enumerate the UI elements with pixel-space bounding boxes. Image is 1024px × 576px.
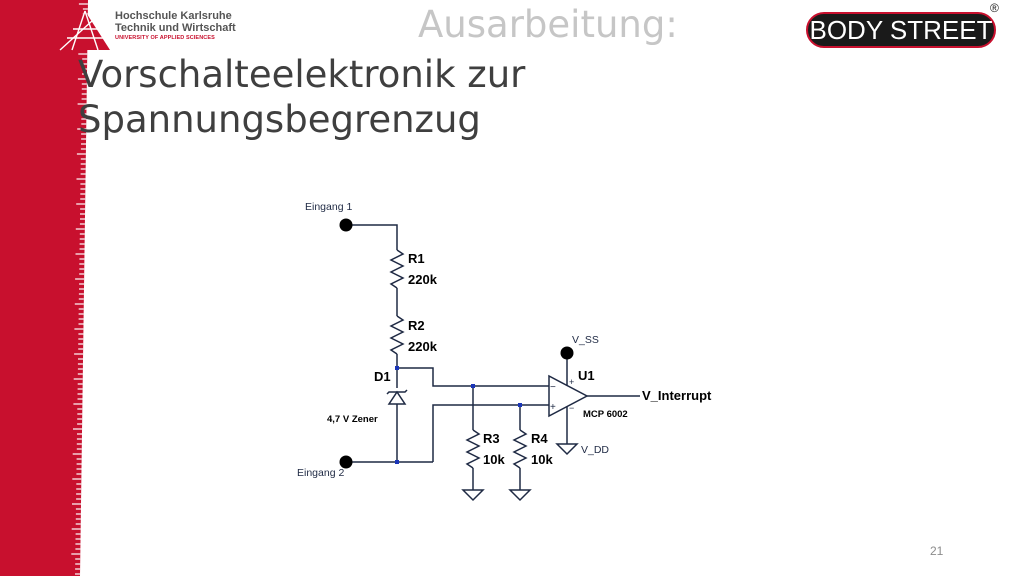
logo-line-1: Hochschule Karlsruhe xyxy=(115,10,232,22)
label-u1-name: U1 xyxy=(578,368,595,383)
opamp-minus-sign: − xyxy=(550,382,556,393)
wires xyxy=(346,224,640,490)
opamp-u1-triangle xyxy=(548,374,589,418)
label-vdd: V_DD xyxy=(581,444,609,456)
logo-line-3: UNIVERSITY OF APPLIED SCIENCES xyxy=(115,35,215,41)
label-r3-value: 10k xyxy=(483,452,505,467)
terminal-vss xyxy=(560,346,574,360)
registered-mark: ® xyxy=(990,1,999,15)
wire-input1 xyxy=(346,224,398,250)
brand-logo: BODY STREET xyxy=(806,12,996,48)
ground-symbols xyxy=(461,443,579,502)
slide-title-faded: Ausarbeitung: xyxy=(418,3,678,46)
ground-icon-vdd xyxy=(555,443,579,456)
slide-title-line-3: Spannungsbegrenzug xyxy=(78,98,481,141)
slide-title-line-2: Vorschalteelektronik zur xyxy=(78,53,526,96)
university-logo: Hochschule Karlsruhe Technik und Wirtsch… xyxy=(58,8,248,54)
opamp-vdd-pin-minus: − xyxy=(569,403,574,413)
label-r2-name: R2 xyxy=(408,318,425,333)
label-vss: V_SS xyxy=(572,334,599,346)
resistor-r4-zigzag xyxy=(512,429,528,469)
opamp-vss-pin-plus: + xyxy=(569,377,574,387)
logo-line-2: Technik und Wirtschaft xyxy=(115,22,236,34)
label-r1-value: 220k xyxy=(408,272,438,287)
wire-input2-plus xyxy=(432,404,549,462)
label-r4-name: R4 xyxy=(531,431,548,446)
side-decorative-stripe xyxy=(0,0,88,576)
wire-node-minus xyxy=(397,367,549,387)
page-number: 21 xyxy=(930,544,944,558)
terminal-input2 xyxy=(339,455,353,469)
label-input1: Eingang 1 xyxy=(305,201,352,213)
junction-dots xyxy=(395,366,522,464)
junction-r3-node xyxy=(471,384,475,388)
label-d1-value: 4,7 V Zener xyxy=(327,414,378,425)
label-output: V_Interrupt xyxy=(642,388,712,403)
junction-r2-node xyxy=(395,366,399,370)
logo-triangle-icon xyxy=(59,10,110,51)
resistor-r2-zigzag xyxy=(389,315,405,355)
label-r4-value: 10k xyxy=(531,452,553,467)
label-r3-name: R3 xyxy=(483,431,500,446)
junction-r4-node xyxy=(518,403,522,407)
opamp-plus-sign: + xyxy=(550,402,556,413)
slide-title: Vorschalteelektronik zur Spannungsbegren… xyxy=(78,52,525,142)
ground-icon-r3 xyxy=(461,489,485,502)
junction-input2-node xyxy=(395,460,399,464)
ground-icon-r4 xyxy=(508,489,532,502)
label-r2-value: 220k xyxy=(408,339,438,354)
terminals xyxy=(339,218,574,469)
label-u1-value: MCP 6002 xyxy=(583,409,628,420)
terminal-input1 xyxy=(339,218,353,232)
label-r1-name: R1 xyxy=(408,251,425,266)
label-d1-name: D1 xyxy=(374,369,391,384)
resistor-r3-zigzag xyxy=(465,429,481,469)
zener-diode-d1 xyxy=(386,389,408,405)
label-input2: Eingang 2 xyxy=(297,467,344,479)
resistor-r1-zigzag xyxy=(389,249,405,289)
